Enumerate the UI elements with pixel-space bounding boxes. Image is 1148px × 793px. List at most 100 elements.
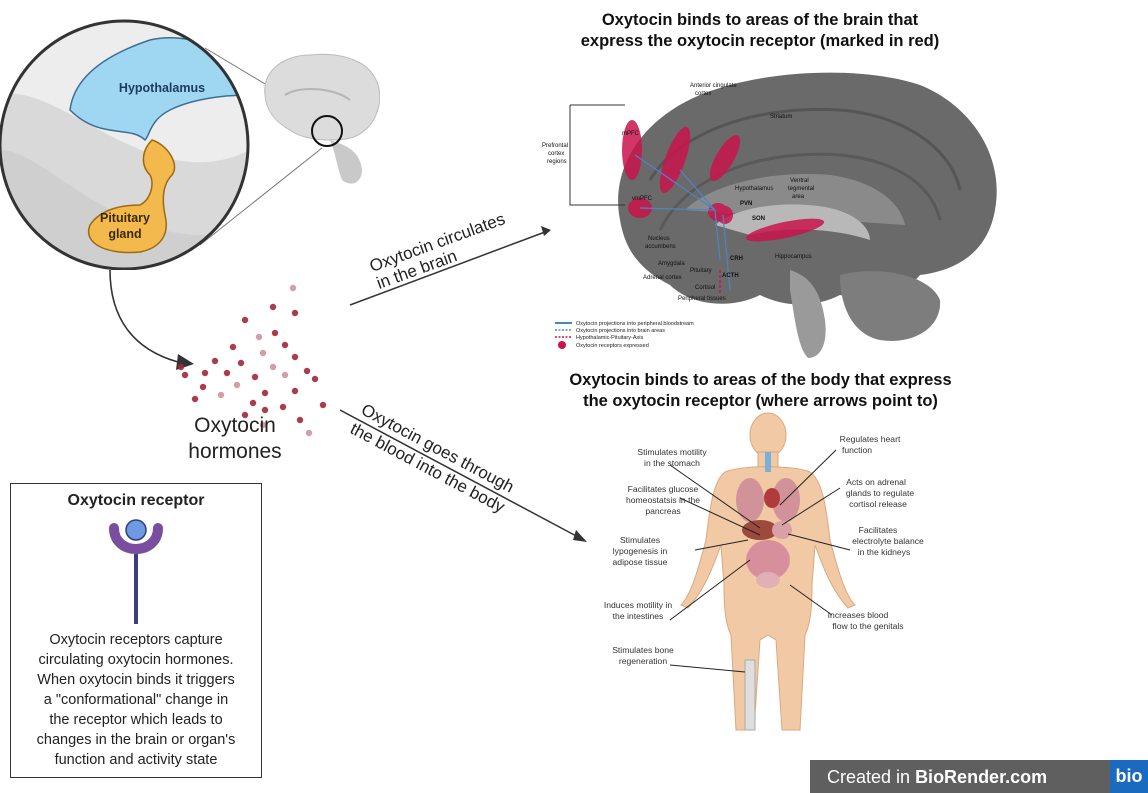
hormone-dot [272,330,278,336]
brain-diagram: Anterior cingulate cortex Striatum Prefr… [540,60,1010,360]
hormone-dot [224,370,230,376]
biorender-brand: BioRender.com [915,767,1047,787]
hormone-dot [230,344,236,350]
receptor-title: Oxytocin receptor [11,492,261,510]
label-pancreas-3: pancreas [645,506,680,516]
receptor-line-4: a "conformational" change in [11,690,261,710]
hormone-dot [270,364,276,370]
label-striatum: Striatum [770,114,792,120]
hormone-dot [304,368,310,374]
receptor-info-box: Oxytocin receptor Oxytocin receptors cap… [10,483,262,778]
label-kidney-2: electrolyte balance [852,536,924,546]
label-bone-2: regeneration [619,656,667,666]
label-heart-2: function [842,445,872,455]
hormone-dot [238,360,244,366]
label-prefrontal-3: regions [547,159,567,165]
small-brain-icon [265,54,380,183]
hormone-dot [182,372,188,378]
label-pancreas-2: homeostatsis in the [626,495,700,505]
label-pvn: PVN [740,201,752,207]
label-genitals-2: flow to the genitals [832,621,903,631]
hormone-dot [262,390,268,396]
legend-item-4: Oxytocin receptors expressed [576,343,649,349]
hormone-dot [282,372,288,378]
label-anterior-cingulate-2: cortex [695,91,711,97]
hormone-dot [292,310,298,316]
label-intestines-2: the intestines [613,611,664,621]
label-mpfc: mPFC [622,131,640,137]
hormone-dot [218,392,224,398]
brain-title-line2: express the oxytocin receptor (marked in… [535,31,985,52]
label-adrenal-1: Acts on adrenal [846,477,906,487]
label-pituitary: Pituitary [690,268,712,274]
label-prefrontal-1: Prefrontal [542,143,568,149]
hormone-dot [212,358,218,364]
label-anterior-cingulate: Anterior cingulate [690,83,737,89]
hormone-dot [320,402,326,408]
hormone-dot [192,396,198,402]
hormone-dot [306,430,312,436]
label-adrenal-3: cortisol release [849,499,907,509]
pituitary-label-2: gland [108,227,141,241]
legend-item-3: Hypothalamic-Pituitary-Axis [576,335,643,341]
label-prefrontal-2: cortex [548,151,564,157]
created-in-text: Created in [827,767,915,787]
label-amygdala: Amygdala [658,261,685,267]
label-kidney-3: in the kidneys [858,547,911,557]
label-vmpfc: vmPFC [632,196,653,202]
label-intestines-1: Induces motility in [604,600,673,610]
label-kidney-1: Facilitates [859,525,898,535]
label-acth: ACTH [722,273,739,279]
legend-item-2: Oxytocin projections into brain areas [576,328,665,334]
label-adipose-3: adipose tissue [613,557,668,567]
biorender-watermark[interactable]: Created in BioRender.com bio [810,760,1148,793]
hormones-label-line2: hormones [180,439,290,465]
hormone-dot [178,364,184,370]
hormone-dot [292,354,298,360]
legend-item-1: Oxytocin projections into peripheral blo… [576,321,694,327]
label-adrenal-2: glands to regulate [846,488,915,498]
label-stomach-2: in the stomach [644,458,700,468]
label-pancreas-1: Facilitates glucose [628,484,699,494]
biorender-badge: bio [1110,760,1148,793]
hormone-dot [280,404,286,410]
label-hippocampus: Hippocampus [775,254,812,260]
label-son: SON [752,216,765,222]
hormone-dot [292,388,298,394]
brain-legend: Oxytocin projections into peripheral blo… [555,321,694,349]
pituitary-label-1: Pituitary [100,211,150,225]
hormone-dot [234,382,240,388]
body-title-line2: the oxytocin receptor (where arrows poin… [528,391,993,412]
hormone-dot [252,374,258,380]
body-diagram: Stimulates motility in the stomach Facil… [600,410,960,740]
receptor-icon [106,516,166,626]
label-genitals-1: Increases blood [828,610,889,620]
receptor-line-5: the receptor which leads to [11,710,261,730]
receptor-line-6: changes in the brain or organ's [11,730,261,750]
label-vta-2: tegmental [788,186,814,192]
hormone-dot [270,304,276,310]
label-stomach-1: Stimulates motility [637,447,707,457]
label-crh: CRH [730,256,743,262]
hormones-label-line1: Oxytocin [180,413,290,439]
label-vta-1: Ventral [790,178,809,184]
receptor-line-3: When oxytocin binds it triggers [11,670,261,690]
label-peripheral: Peripheral tissues [678,296,726,302]
label-hypothalamus: Hypothalamus [735,186,773,192]
label-bone-1: Stimulates bone [612,645,674,655]
hormone-dot [242,317,248,323]
hormone-dot [260,350,266,356]
hormone-dot [256,334,262,340]
pituitary-inset: Hypothalamus Pituitary gland [0,0,380,270]
receptor-line-1: Oxytocin receptors capture [11,630,261,650]
hormone-dot [202,370,208,376]
hormone-dot [250,400,256,406]
cerebellum [840,271,940,341]
hypothalamus-label: Hypothalamus [119,81,205,95]
label-adrenal: Adrenal cortex [643,275,682,281]
hormone-dot [312,376,318,382]
label-nucleus-2: accumbens [645,244,676,250]
hormone-dot [290,285,296,291]
label-heart-1: Regulates heart [840,434,901,444]
label-adipose-2: lypogenesis in [613,546,668,556]
